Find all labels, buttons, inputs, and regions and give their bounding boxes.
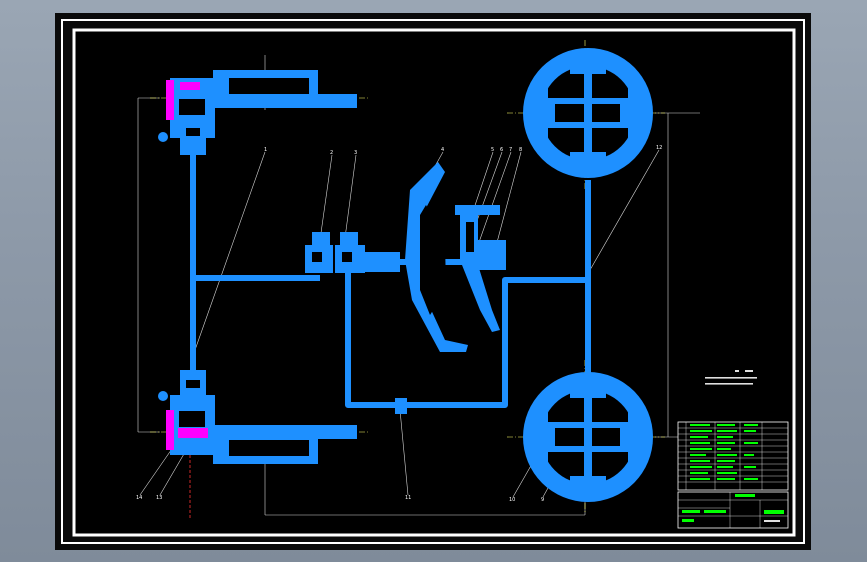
title-block (677, 491, 789, 529)
part-label-10: 10 (509, 497, 515, 503)
part-label-1: 1 (264, 147, 267, 153)
part-label-11: 11 (405, 495, 411, 501)
part-number-labels: 1 2 3 4 5 6 7 8 9 10 11 12 13 14 (136, 145, 662, 503)
front-right-wheel-drum (523, 48, 653, 178)
technical-notes (705, 370, 757, 385)
part-label-8: 8 (519, 147, 522, 153)
brake-lines (190, 150, 591, 408)
part-label-14: 14 (136, 495, 142, 501)
part-label-2: 2 (330, 150, 333, 156)
rear-right-wheel-drum (523, 372, 653, 502)
sheet-outer-frame (61, 19, 805, 544)
part-label-6: 6 (500, 147, 503, 153)
part-label-4: 4 (441, 147, 444, 153)
part-label-12: 12 (656, 145, 662, 151)
part-label-9: 9 (541, 497, 544, 503)
part-label-5: 5 (491, 147, 494, 153)
rear-left-brake-assembly (158, 370, 357, 464)
part-label-3: 3 (354, 150, 357, 156)
brake-booster-and-pedal (405, 162, 506, 352)
part-label-7: 7 (509, 147, 512, 153)
master-cylinder (305, 232, 400, 273)
part-label-13: 13 (156, 495, 162, 501)
parts-list-table (677, 421, 789, 491)
front-left-brake-assembly (158, 70, 357, 155)
junction-valve (395, 398, 407, 414)
